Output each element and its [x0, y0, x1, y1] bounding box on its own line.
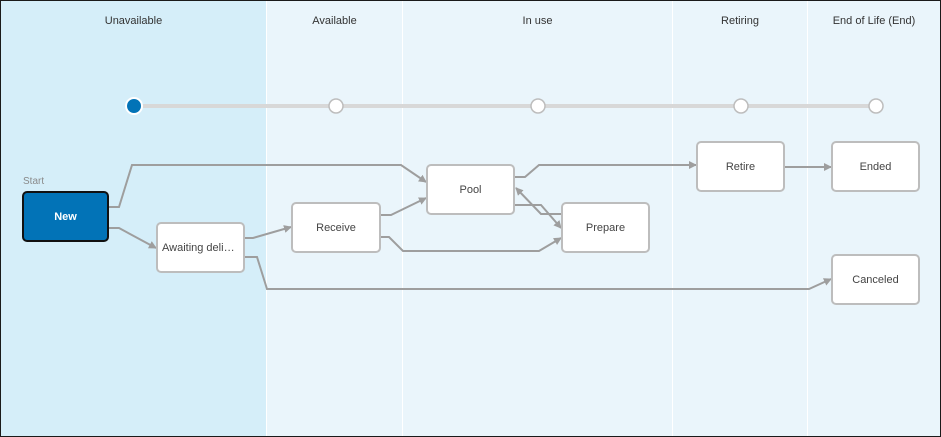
lane-title-available: Available	[312, 15, 357, 27]
edge-awaiting-delivery-to-canceled	[245, 256, 832, 290]
start-label: Start	[23, 176, 45, 187]
state-node-ended-label: Ended	[859, 160, 892, 173]
lane-available: Available	[267, 1, 403, 436]
timeline-dot-in-use[interactable]	[530, 98, 546, 114]
state-node-canceled-label: Canceled	[852, 273, 899, 286]
state-node-pool[interactable]: Pool	[426, 164, 515, 215]
timeline-dot-unavailable[interactable]	[125, 97, 143, 115]
edge-new-to-pool	[109, 164, 427, 208]
edge-new-to-awaiting-delivery	[109, 227, 157, 249]
lane-in-use: In use	[403, 1, 673, 436]
state-node-new[interactable]: New	[22, 191, 109, 242]
state-node-prepare-label: Prepare	[585, 221, 626, 234]
lane-title-in-use: In use	[522, 15, 553, 27]
state-node-pool-label: Pool	[459, 183, 482, 196]
edge-pool-to-retire	[515, 161, 697, 178]
lane-title-end-of-life: End of Life (End)	[832, 15, 916, 27]
edge-awaiting-delivery-to-receive	[245, 225, 292, 239]
edge-prepare-to-pool	[515, 187, 561, 215]
state-node-ended[interactable]: Ended	[831, 141, 920, 192]
edge-receive-to-prepare	[381, 236, 562, 252]
edge-pool-to-prepare	[515, 204, 562, 229]
state-node-receive[interactable]: Receive	[291, 202, 381, 253]
state-node-awaiting-delivery-label: Awaiting deliver...	[162, 241, 243, 254]
state-node-awaiting-delivery[interactable]: Awaiting deliver...	[156, 222, 245, 273]
state-node-receive-label: Receive	[316, 221, 356, 234]
state-node-prepare[interactable]: Prepare	[561, 202, 650, 253]
lane-title-unavailable: Unavailable	[104, 15, 163, 27]
timeline-dot-available[interactable]	[328, 98, 344, 114]
timeline-dot-end-of-life[interactable]	[868, 98, 884, 114]
lane-title-retiring: Retiring	[721, 15, 759, 27]
edge-receive-to-pool	[381, 197, 427, 216]
state-node-new-label: New	[54, 210, 77, 223]
state-node-canceled[interactable]: Canceled	[831, 254, 920, 305]
state-node-retire[interactable]: Retire	[696, 141, 785, 192]
state-node-retire-label: Retire	[725, 160, 756, 173]
timeline-dot-retiring[interactable]	[733, 98, 749, 114]
lane-end-of-life: End of Life (End)	[808, 1, 940, 436]
lane-retiring: Retiring	[673, 1, 808, 436]
